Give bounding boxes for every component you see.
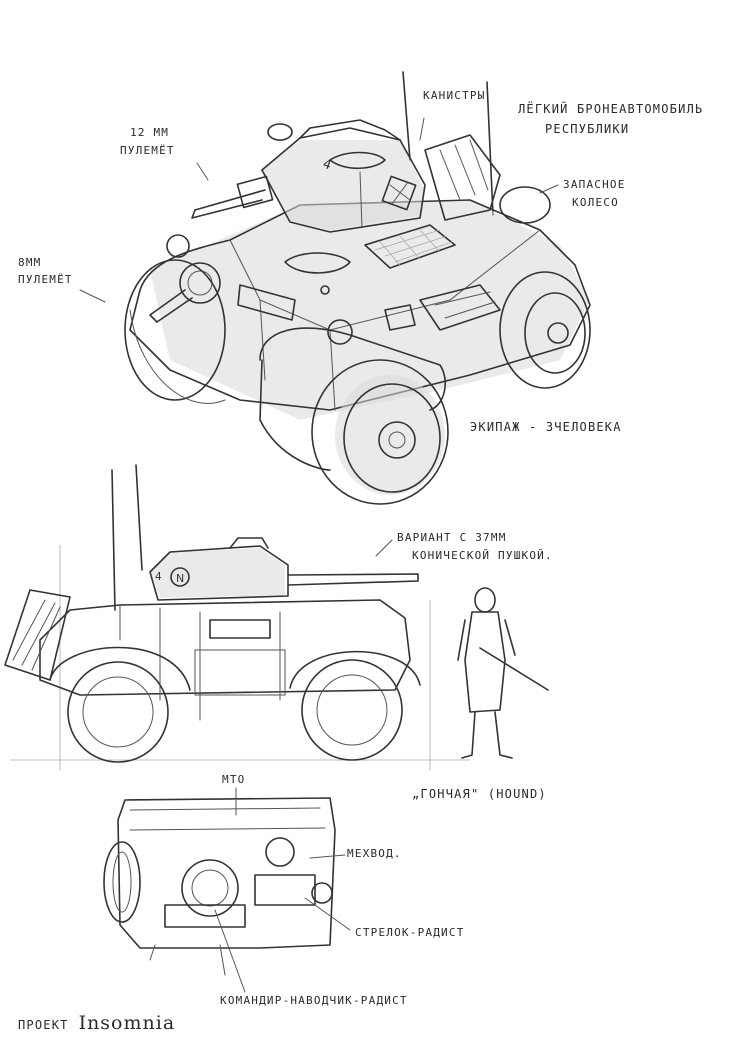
turret-badge: N [176,572,184,585]
variant-line2: КОНИЧЕСКОЙ ПУШКОЙ. [412,549,553,562]
crew-label: ЭКИПАЖ - 3ЧЕЛОВЕКА [470,420,622,434]
mg8-line2: ПУЛЕМЁТ [18,273,73,286]
variant-line1: ВАРИАНТ С 37ММ [397,531,507,544]
mto-label: МТО [222,773,246,786]
spare-wheel-line1: ЗАПАСНОЕ [563,178,626,191]
title-line1: ЛЁГКИЙ БРОНЕАВТОМОБИЛЬ [518,102,704,116]
hound-label: „ГОНЧАЯ" (HOUND) [412,787,547,801]
gunner-label: СТРЕЛОК-РАДИСТ [355,926,465,939]
canisters-label: КАНИСТРЫ [423,89,486,102]
project-word: ПРОЕКТ [18,1018,69,1032]
turret-number-side: 4 [155,570,162,583]
mg8-line1: 8ММ [18,256,42,269]
side-view: N 4 [4,464,549,770]
mg12-line2: ПУЛЕМЁТ [120,144,175,157]
project-name: Insomnia [78,1012,176,1034]
soldier-figure [457,587,549,759]
project-caption: ПРОЕКТ Insomnia [18,1014,175,1033]
commander-label: КОМАНДИР-НАВОДЧИК-РАДИСТ [220,994,408,1007]
title-line2: РЕСПУБЛИКИ [545,122,630,136]
isometric-view: 4 [79,71,591,505]
top-view [103,787,351,993]
spare-wheel-line2: КОЛЕСО [572,196,619,209]
mg12-line1: 12 ММ [130,126,170,139]
driver-label: МЕХВОД. [347,847,402,860]
